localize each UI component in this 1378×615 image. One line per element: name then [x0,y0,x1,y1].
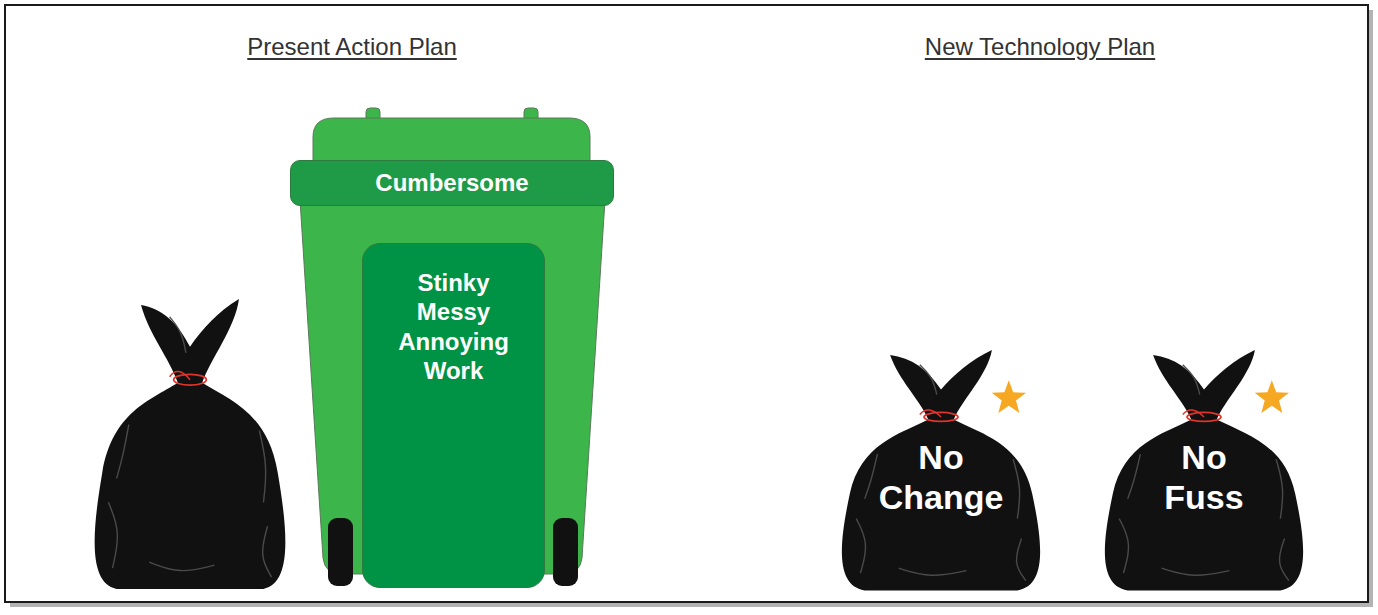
garbage-bag: No Change [835,345,1047,593]
bag-texture [920,365,937,395]
bag-tie [920,410,941,417]
bag-texture [1017,538,1026,580]
bag-texture [1183,365,1200,395]
left-bag [95,299,286,589]
bag-texture [149,562,214,571]
bag-texture [1119,519,1128,574]
star-icon [1255,380,1289,413]
bag-texture [899,568,967,575]
bin-wheel [328,518,353,586]
bag-texture [1162,568,1230,575]
node-text: No Change [876,437,1006,517]
bag-tie [174,374,207,385]
bag-body [1105,350,1303,591]
bag-body [95,299,286,589]
bag-texture [170,317,186,353]
garbage-bag: No Fuss [1098,345,1310,593]
node-text: No Fuss [1139,437,1269,517]
bag-tie [1183,410,1204,417]
bag-texture [1280,538,1289,580]
bag-texture [856,519,865,574]
bin-wheel [553,518,578,586]
node-text: Stinky Messy Annoying Work [384,268,524,385]
bag-texture [263,526,272,577]
frame [5,5,1368,602]
bag-texture [1276,459,1283,519]
star-icon [992,380,1026,413]
bin-lid-band: Cumbersome [290,160,614,206]
section-heading: New Technology Plan [925,33,1155,61]
bag-detail [108,317,271,577]
node-text: Cumbersome [302,168,602,197]
bin-front-panel: Stinky Messy Annoying Work [362,243,545,588]
bag-texture [1128,454,1141,499]
bag-texture [259,431,265,503]
bag-texture [865,454,878,499]
bag-body [842,350,1040,591]
section-heading: Present Action Plan [247,33,456,61]
bag-texture [117,425,129,479]
bag-texture [1013,459,1020,519]
bag-tie [170,371,190,379]
bin-lid [313,118,590,166]
bag-texture [108,502,117,568]
